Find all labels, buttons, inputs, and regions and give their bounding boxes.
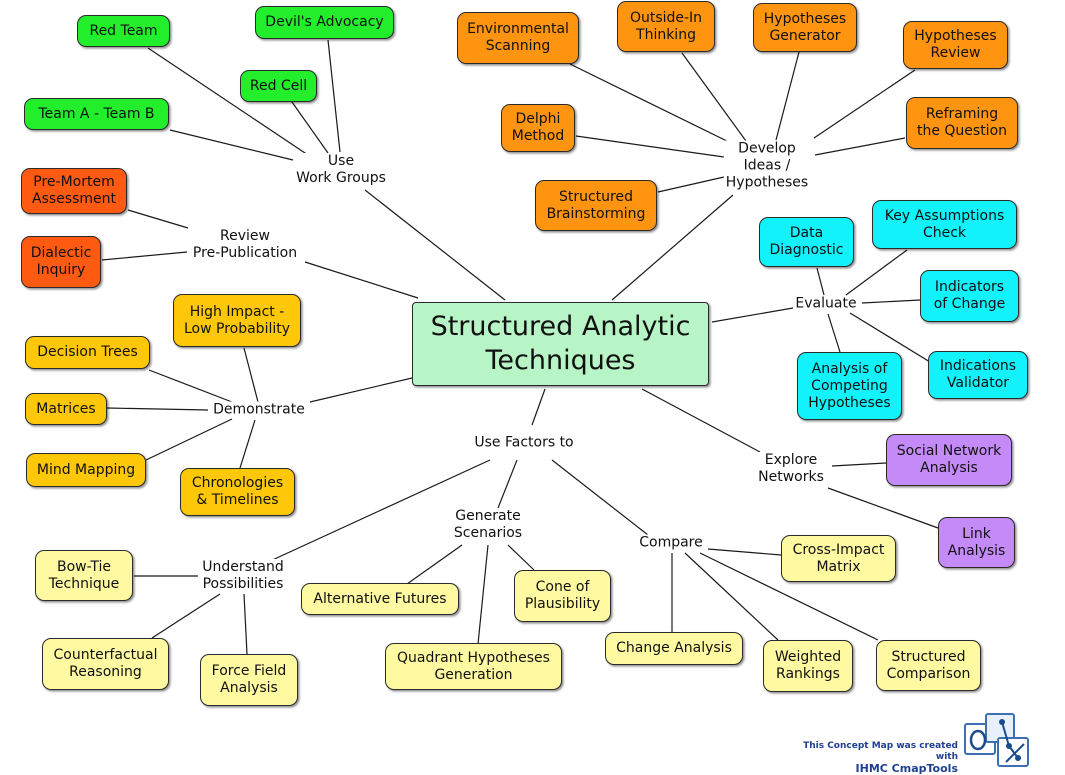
edge: [681, 52, 747, 142]
node-weighted-rankings[interactable]: Weighted Rankings: [763, 640, 853, 692]
edge: [827, 313, 841, 353]
node-outside-in[interactable]: Outside-In Thinking: [617, 1, 715, 52]
edge: [267, 459, 491, 563]
node-chronologies[interactable]: Chronologies & Timelines: [180, 468, 295, 516]
edge: [551, 459, 649, 536]
edge: [497, 459, 518, 509]
label-compare: Compare: [637, 534, 705, 552]
node-team-a-team-b[interactable]: Team A - Team B: [24, 98, 169, 130]
node-bow-tie[interactable]: Bow-Tie Technique: [35, 550, 133, 601]
node-reframing[interactable]: Reframing the Question: [906, 97, 1018, 149]
edge: [151, 593, 221, 639]
node-data-diagnostic[interactable]: Data Diagnostic: [759, 217, 854, 267]
label-use-work-groups: Use Work Groups: [294, 153, 388, 187]
central-concept[interactable]: Structured Analytic Techniques: [412, 302, 709, 386]
node-hypotheses-review[interactable]: Hypotheses Review: [903, 21, 1008, 69]
node-matrices[interactable]: Matrices: [25, 393, 107, 425]
node-counterfactual[interactable]: Counterfactual Reasoning: [42, 638, 169, 690]
node-indications-validator[interactable]: Indications Validator: [928, 351, 1028, 399]
label-review-pre-publication: Review Pre-Publication: [190, 228, 300, 262]
edge: [101, 251, 188, 261]
node-hypotheses-generator[interactable]: Hypotheses Generator: [753, 3, 857, 52]
node-force-field[interactable]: Force Field Analysis: [200, 654, 298, 706]
label-develop-ideas: Develop Ideas / Hypotheses: [723, 140, 811, 192]
label-generate-scenarios: Generate Scenarios: [451, 508, 525, 542]
edge: [711, 307, 794, 323]
node-devils-advocacy[interactable]: Devil's Advocacy: [255, 6, 394, 39]
label-understand-possibilities: Understand Possibilities: [200, 559, 286, 593]
edge: [814, 137, 906, 156]
node-change-analysis[interactable]: Change Analysis: [605, 632, 743, 665]
node-environmental-scanning[interactable]: Environmental Scanning: [457, 12, 579, 64]
edge: [611, 194, 734, 301]
node-alternative-futures[interactable]: Alternative Futures: [301, 583, 459, 615]
edge: [813, 69, 916, 139]
cmaptools-credit: This Concept Map was created with IHMC C…: [778, 741, 958, 774]
edge: [243, 347, 259, 403]
credit-line-2: IHMC CmapTools: [855, 762, 958, 775]
node-red-cell[interactable]: Red Cell: [240, 70, 317, 102]
node-mind-mapping[interactable]: Mind Mapping: [26, 453, 146, 487]
node-ach[interactable]: Analysis of Competing Hypotheses: [797, 352, 902, 420]
edge: [239, 419, 256, 469]
edge: [845, 249, 908, 296]
edge: [145, 418, 233, 461]
edge: [147, 47, 309, 156]
edge: [304, 261, 419, 299]
edge: [169, 129, 294, 161]
edge: [327, 39, 341, 153]
edge: [531, 388, 546, 426]
edge: [291, 101, 329, 154]
edge: [657, 176, 725, 193]
node-delphi-method[interactable]: Delphi Method: [501, 104, 575, 152]
edge: [707, 548, 782, 556]
credit-line-1: This Concept Map was created with: [803, 741, 958, 762]
node-dialectic-inquiry[interactable]: Dialectic Inquiry: [21, 236, 101, 288]
node-indicators-of-change[interactable]: Indicators of Change: [920, 270, 1019, 322]
edge: [127, 209, 189, 229]
edge: [477, 544, 489, 645]
node-quadrant-hypotheses[interactable]: Quadrant Hypotheses Generation: [385, 643, 562, 690]
node-social-network-analysis[interactable]: Social Network Analysis: [886, 434, 1012, 486]
edge: [641, 388, 761, 453]
edge: [364, 189, 506, 301]
label-demonstrate: Demonstrate: [211, 401, 307, 419]
edge: [106, 407, 209, 411]
edge: [243, 593, 248, 655]
node-red-team[interactable]: Red Team: [77, 15, 170, 47]
node-cone-of-plausibility[interactable]: Cone of Plausibility: [514, 570, 611, 622]
cmaptools-logo-icon: [964, 713, 1029, 767]
edge: [775, 51, 800, 141]
edge: [831, 462, 887, 467]
edge: [827, 487, 939, 529]
edge: [309, 377, 413, 403]
node-high-impact[interactable]: High Impact - Low Probability: [173, 294, 301, 347]
node-structured-comparison[interactable]: Structured Comparison: [876, 640, 981, 691]
node-key-assumptions[interactable]: Key Assumptions Check: [872, 200, 1017, 249]
label-explore-networks: Explore Networks: [756, 452, 826, 486]
label-evaluate: Evaluate: [793, 295, 859, 313]
edge: [575, 135, 725, 158]
node-link-analysis[interactable]: Link Analysis: [938, 517, 1015, 568]
edge: [816, 267, 825, 296]
node-decision-trees[interactable]: Decision Trees: [25, 336, 150, 369]
label-use-factors: Use Factors to: [472, 434, 576, 452]
edge: [699, 552, 879, 641]
edge: [861, 299, 921, 304]
node-pre-mortem[interactable]: Pre-Mortem Assessment: [21, 168, 127, 214]
edge: [684, 552, 779, 641]
edge: [569, 63, 736, 146]
node-cross-impact[interactable]: Cross-Impact Matrix: [781, 535, 896, 582]
edge: [849, 312, 931, 363]
edge: [148, 369, 233, 403]
node-structured-brainstorming[interactable]: Structured Brainstorming: [535, 180, 657, 231]
edge: [507, 544, 535, 571]
edge: [406, 544, 463, 585]
